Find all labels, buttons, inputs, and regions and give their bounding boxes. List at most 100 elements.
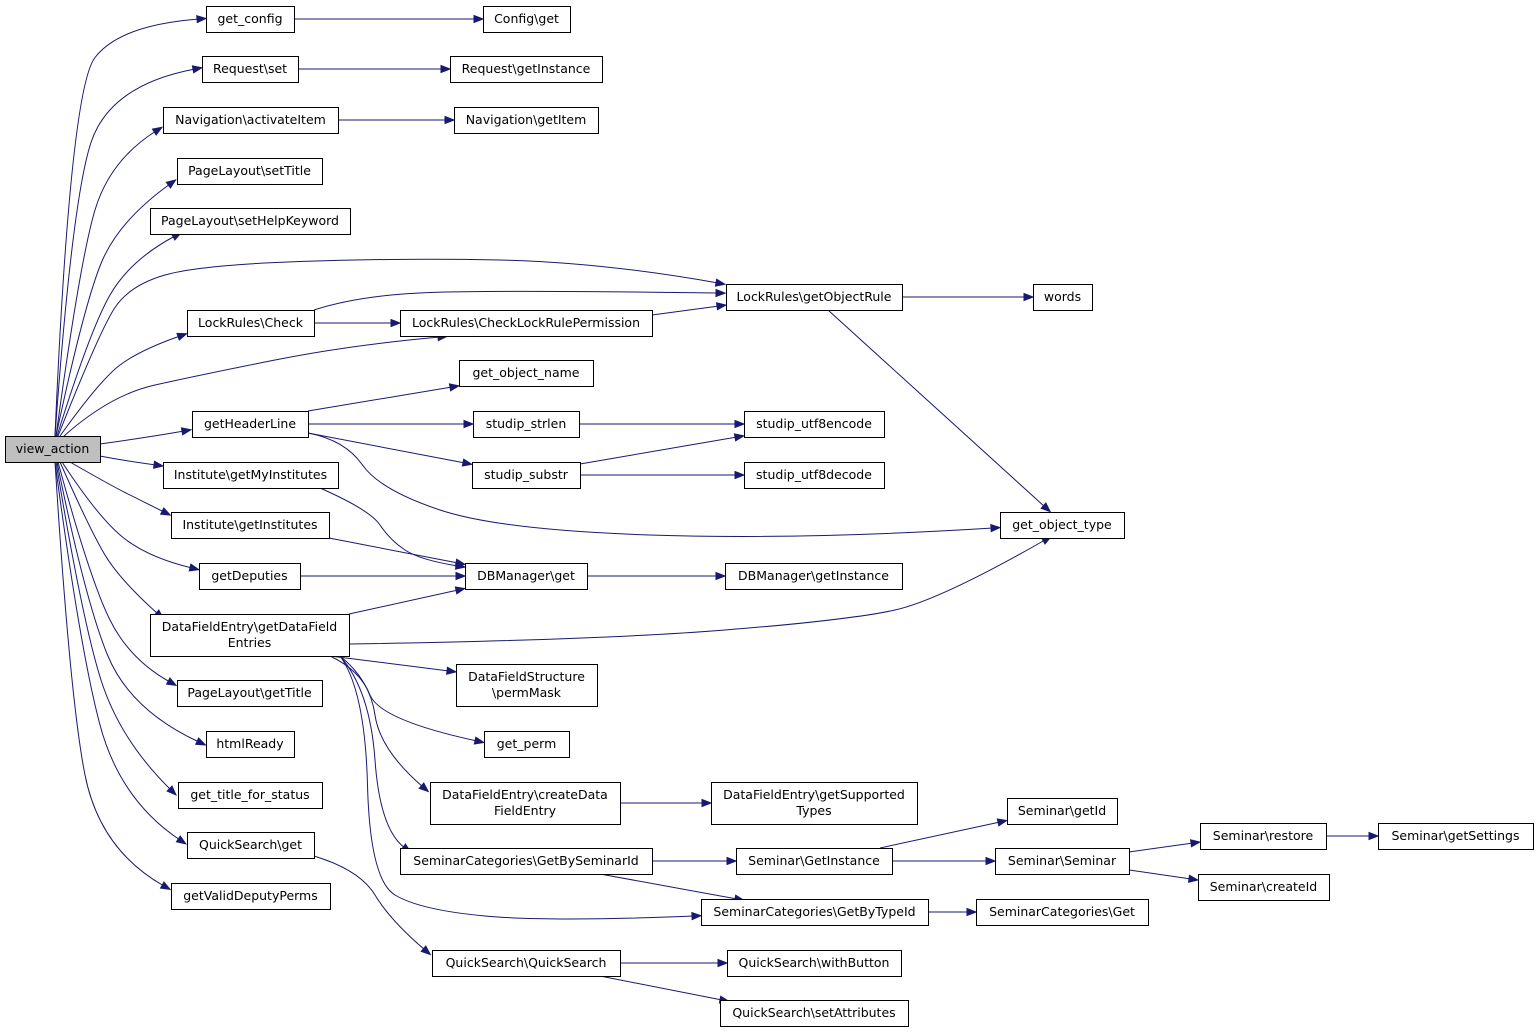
node-semcat-get[interactable]: SeminarCategories\Get bbox=[976, 899, 1149, 926]
edge-inst-getmyinstitutes-to-dbm-get bbox=[319, 487, 467, 570]
node-studip-strlen[interactable]: studip_strlen bbox=[473, 411, 580, 438]
node-getdeputies[interactable]: getDeputies bbox=[199, 563, 301, 590]
node-label: studip_strlen bbox=[486, 416, 567, 431]
node-semcat-getbyseminarid[interactable]: SeminarCategories\GetBySeminarId bbox=[400, 848, 653, 875]
node-semcat-getbytypeid[interactable]: SeminarCategories\GetByTypeId bbox=[701, 899, 929, 926]
node-label: get_object_name bbox=[473, 365, 580, 380]
node-getheaderline[interactable]: getHeaderLine bbox=[192, 411, 309, 438]
node-sem-getid[interactable]: Seminar\getId bbox=[1007, 798, 1118, 825]
edge-line bbox=[99, 455, 157, 466]
node-get-config[interactable]: get_config bbox=[206, 6, 295, 33]
node-nav-getitem[interactable]: Navigation\getItem bbox=[454, 107, 599, 134]
edge-line bbox=[313, 855, 426, 951]
node-getvaliddeputyperms[interactable]: getValidDeputyPerms bbox=[171, 883, 331, 910]
node-qs-withbutton[interactable]: QuickSearch\withButton bbox=[727, 950, 902, 977]
node-box bbox=[1200, 823, 1327, 850]
node-pl-settitle[interactable]: PageLayout\setTitle bbox=[177, 158, 323, 185]
node-lr-getobjectrule[interactable]: LockRules\getObjectRule bbox=[726, 284, 903, 311]
node-request-set[interactable]: Request\set bbox=[202, 56, 299, 83]
edge-arrowhead bbox=[440, 64, 452, 74]
node-label: DBManager\getInstance bbox=[738, 568, 889, 583]
node-label: Entries bbox=[228, 635, 272, 650]
node-dbm-get[interactable]: DBManager\get bbox=[465, 563, 588, 590]
node-label: Institute\getInstitutes bbox=[182, 517, 317, 532]
node-inst-getmyinstitutes[interactable]: Institute\getMyInstitutes bbox=[163, 462, 339, 489]
edge-line bbox=[307, 432, 466, 464]
node-nav-activateitem[interactable]: Navigation\activateItem bbox=[163, 107, 339, 134]
edge-line bbox=[827, 309, 1046, 508]
node-get-object-type[interactable]: get_object_type bbox=[1000, 512, 1125, 539]
node-get-title-for-status[interactable]: get_title_for_status bbox=[178, 782, 323, 809]
node-label: QuickSearch\QuickSearch bbox=[446, 955, 607, 970]
node-view-action[interactable]: view_action bbox=[5, 436, 101, 463]
edge-qs-quicksearch-to-qs-setattributes bbox=[599, 975, 731, 1004]
node-box bbox=[736, 848, 893, 875]
node-sem-getsettings[interactable]: Seminar\getSettings bbox=[1378, 823, 1534, 850]
node-lr-check[interactable]: LockRules\Check bbox=[187, 310, 315, 337]
node-label: PageLayout\setTitle bbox=[188, 163, 311, 178]
node-label: words bbox=[1044, 289, 1081, 304]
edge-view-action-to-request-set bbox=[54, 65, 204, 437]
edge-lr-getobjectrule-to-words bbox=[902, 292, 1035, 302]
edge-line bbox=[307, 386, 453, 412]
node-sem-seminar[interactable]: Seminar\Seminar bbox=[995, 848, 1130, 875]
node-qs-setattributes[interactable]: QuickSearch\setAttributes bbox=[720, 1000, 909, 1027]
node-pl-sethelpkeyword[interactable]: PageLayout\setHelpKeyword bbox=[150, 208, 351, 235]
edge-line bbox=[56, 235, 176, 437]
edge-nav-activateitem-to-nav-getitem bbox=[338, 115, 456, 125]
node-label: SeminarCategories\GetByTypeId bbox=[713, 904, 915, 919]
node-words[interactable]: words bbox=[1033, 284, 1093, 311]
node-studip-substr[interactable]: studip_substr bbox=[472, 462, 581, 489]
node-box bbox=[976, 899, 1149, 926]
edge-arrowhead bbox=[966, 907, 978, 917]
node-label: Types bbox=[795, 803, 831, 818]
node-sem-createid[interactable]: Seminar\createId bbox=[1198, 874, 1330, 901]
edge-semcat-getbyseminarid-to-semcat-getbytypeid bbox=[599, 873, 746, 903]
edge-arrowhead bbox=[1023, 292, 1035, 302]
node-label: get_title_for_status bbox=[190, 787, 309, 802]
edge-line bbox=[59, 461, 159, 615]
edge-arrowhead bbox=[165, 677, 178, 687]
node-box bbox=[1378, 823, 1534, 850]
edge-view-action-to-get-config bbox=[54, 14, 208, 437]
edge-line bbox=[879, 821, 1001, 849]
node-box bbox=[725, 563, 903, 590]
edge-arrowhead bbox=[1189, 839, 1202, 848]
edge-line bbox=[55, 183, 171, 437]
node-get-object-name[interactable]: get_object_name bbox=[459, 360, 594, 387]
edge-sem-getinstance-to-sem-seminar bbox=[892, 856, 997, 866]
node-qs-get[interactable]: QuickSearch\get bbox=[187, 832, 315, 859]
node-request-getinstance[interactable]: Request\getInstance bbox=[450, 56, 603, 83]
node-studip-utf8decode[interactable]: studip_utf8decode bbox=[744, 462, 885, 489]
node-sem-getinstance[interactable]: Seminar\GetInstance bbox=[736, 848, 893, 875]
edge-line bbox=[348, 589, 459, 615]
edge-arrowhead bbox=[454, 558, 467, 567]
node-box bbox=[454, 107, 599, 134]
node-qs-quicksearch[interactable]: QuickSearch\QuickSearch bbox=[432, 950, 621, 977]
edge-line bbox=[1128, 869, 1192, 880]
node-pl-gettitle[interactable]: PageLayout\getTitle bbox=[177, 680, 323, 707]
node-dfs-permmask[interactable]: DataFieldStructure\permMask bbox=[456, 664, 598, 707]
edge-arrowhead bbox=[159, 881, 172, 891]
node-box bbox=[206, 731, 295, 758]
node-box bbox=[726, 284, 903, 311]
node-inst-getinstitutes[interactable]: Institute\getInstitutes bbox=[171, 512, 330, 539]
node-get-perm[interactable]: get_perm bbox=[484, 731, 570, 758]
node-box bbox=[400, 310, 653, 337]
node-box bbox=[163, 107, 339, 134]
edge-arrowhead bbox=[1187, 874, 1200, 883]
node-config-get[interactable]: Config\get bbox=[483, 6, 571, 33]
node-sem-restore[interactable]: Seminar\restore bbox=[1200, 823, 1327, 850]
node-htmlready[interactable]: htmlReady bbox=[206, 731, 295, 758]
node-dbm-getinstance[interactable]: DBManager\getInstance bbox=[725, 563, 903, 590]
node-studip-utf8encode[interactable]: studip_utf8encode bbox=[744, 411, 885, 438]
edge-line bbox=[54, 68, 196, 437]
edge-line bbox=[55, 130, 157, 437]
node-box bbox=[192, 411, 309, 438]
node-lr-checklockrulepermission[interactable]: LockRules\CheckLockRulePermission bbox=[400, 310, 653, 337]
edge-line bbox=[579, 436, 738, 465]
node-label: get_object_type bbox=[1012, 517, 1112, 532]
